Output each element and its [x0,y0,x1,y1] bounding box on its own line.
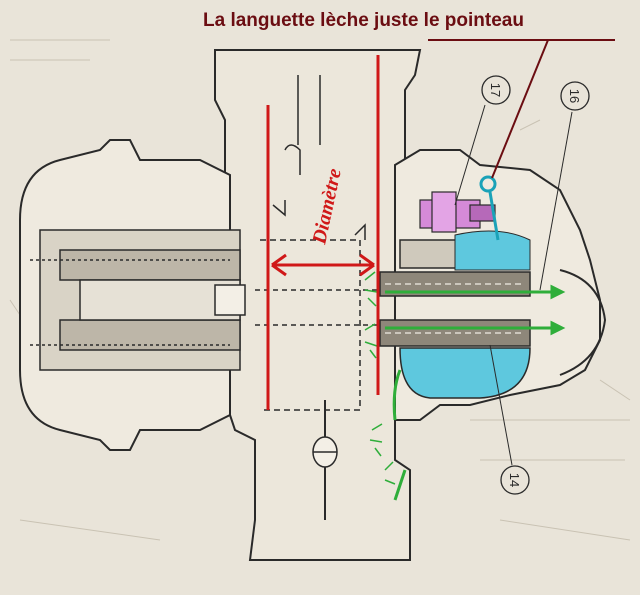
callout-16-label: 16 [567,89,582,103]
fuel-flow [364,271,566,501]
needle-valve [419,191,496,233]
carburetor-body [19,49,607,561]
callout-17-label: 17 [488,83,503,97]
piston-assembly [30,229,246,371]
callout-14: 14 [489,344,530,495]
diameter-dimension [266,55,380,410]
caption-leader [428,39,615,179]
float-tab [479,175,500,241]
callout-16: 16 [539,81,590,291]
callout-17: 17 [454,75,511,206]
fuel-level [454,230,531,271]
caption: La languette lèche juste le pointeau [203,10,524,31]
callout-14-label: 14 [507,473,522,487]
slide-parts [255,75,395,520]
